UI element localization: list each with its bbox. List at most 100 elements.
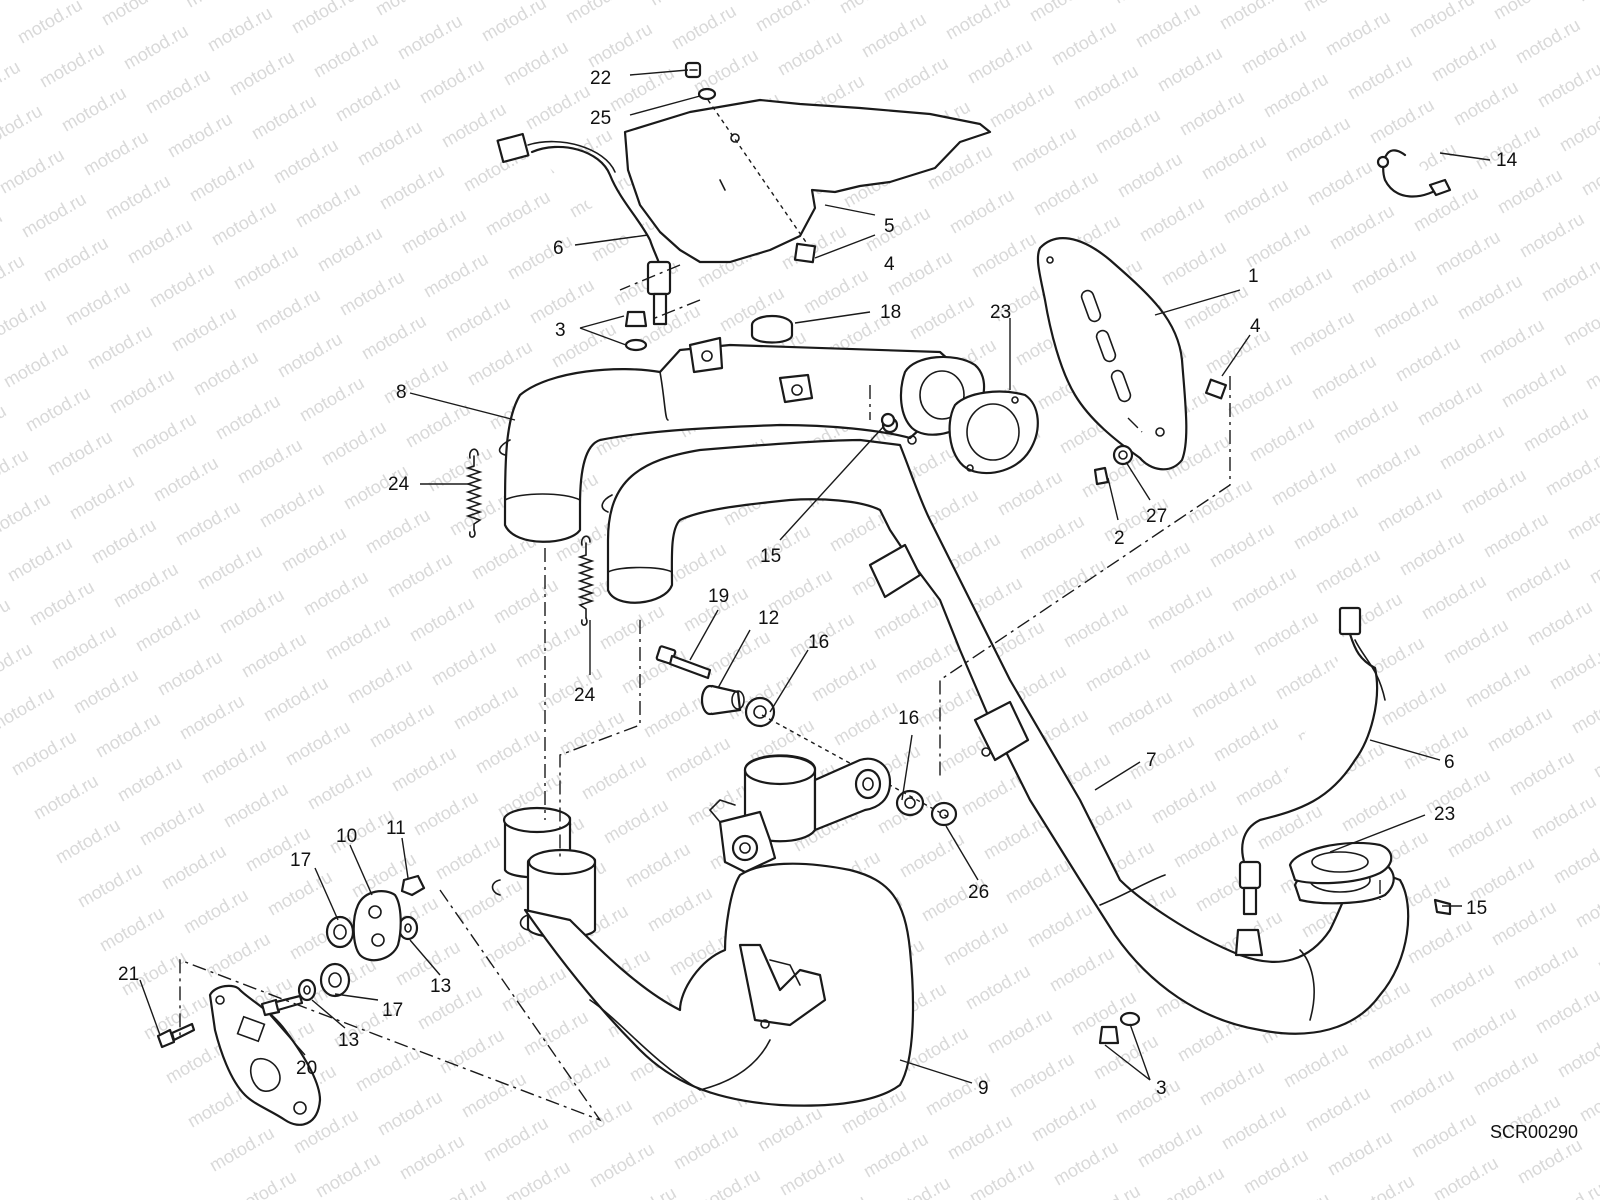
watermark-text: motod.ru <box>1002 855 1074 908</box>
watermark-text: motod.ru <box>0 57 24 110</box>
watermark-text: motod.ru <box>456 0 528 1</box>
watermark-text: motod.ru <box>216 585 288 638</box>
watermark-text: motod.ru <box>1228 563 1300 616</box>
watermark-text: motod.ru <box>48 621 120 674</box>
watermark-text: motod.ru <box>114 753 186 806</box>
watermark-text: motod.ru <box>662 733 734 786</box>
damper-17-a <box>325 915 355 949</box>
watermark-text: motod.ru <box>1308 351 1380 404</box>
clip-nut-upper <box>793 242 817 264</box>
watermark-text: motod.ru <box>256 479 328 532</box>
watermark-text: motod.ru <box>1408 1109 1480 1162</box>
watermark-text: motod.ru <box>278 523 350 576</box>
watermark-text: motod.ru <box>896 829 968 882</box>
watermark-text: motod.ru <box>836 0 908 17</box>
watermark-text: motod.ru <box>296 373 368 426</box>
callout-22: 22 <box>590 68 611 89</box>
callout-6-lower: 6 <box>1444 752 1455 773</box>
watermark-text: motod.ru <box>1590 729 1600 782</box>
watermark-text: motod.ru <box>322 611 394 664</box>
watermark-text: motod.ru <box>30 771 102 824</box>
watermark-text: motod.ru <box>418 1175 490 1200</box>
watermark-text: motod.ru <box>906 291 978 344</box>
watermark-text: motod.ru <box>1494 165 1566 218</box>
watermark-text: motod.ru <box>410 787 482 840</box>
watermark-text: motod.ru <box>458 1069 530 1122</box>
watermark-text: motod.ru <box>1006 1049 1078 1102</box>
watermark-text: motod.ru <box>208 197 280 250</box>
watermark-text: motod.ru <box>1520 403 1592 456</box>
watermark-text: motod.ru <box>1122 537 1194 590</box>
callout-4-side: 4 <box>1250 316 1261 337</box>
watermark-text: motod.ru <box>0 13 2 66</box>
callout-27: 27 <box>1146 506 1167 527</box>
watermark-text: motod.ru <box>96 903 168 956</box>
watermark-text: motod.ru <box>1322 7 1394 60</box>
watermark-text: motod.ru <box>1326 201 1398 254</box>
watermark-text: motod.ru <box>392 937 464 990</box>
callout-20: 20 <box>296 1058 317 1079</box>
watermark-text: motod.ru <box>464 337 536 390</box>
callout-12: 12 <box>758 608 779 629</box>
watermark-text: motod.ru <box>282 717 354 770</box>
watermark-text: motod.ru <box>1574 0 1600 5</box>
watermark-text: motod.ru <box>1290 501 1362 554</box>
watermark-text: motod.ru <box>1488 897 1560 950</box>
watermark-text: motod.ru <box>940 917 1012 970</box>
watermark-text: motod.ru <box>432 831 504 884</box>
watermark-text: motod.ru <box>110 559 182 612</box>
watermark-text: motod.ru <box>1260 69 1332 122</box>
watermark-text: motod.ru <box>892 635 964 688</box>
watermark-text: motod.ru <box>478 0 550 45</box>
watermark-text: motod.ru <box>752 0 824 35</box>
watermark-text: motod.ru <box>670 1121 742 1174</box>
watermark-text: motod.ru <box>292 179 364 232</box>
watermark-text: motod.ru <box>158 841 230 894</box>
callout-5: 5 <box>884 216 895 237</box>
watermark-text: motod.ru <box>1596 0 1600 49</box>
callout-23-lower: 23 <box>1434 804 1455 825</box>
watermark-text: motod.ru <box>1240 1145 1312 1198</box>
callout-17-a: 17 <box>290 850 311 871</box>
watermark-text: motod.ru <box>1564 491 1600 544</box>
watermark-text: motod.ru <box>1262 1189 1334 1200</box>
watermark-text: motod.ru <box>520 1007 592 1060</box>
gasket-23-lower <box>1288 841 1393 885</box>
watermark-text: motod.ru <box>1008 123 1080 176</box>
watermark-text: motod.ru <box>1454 271 1526 324</box>
drawing-code: SCR00290 <box>1490 1122 1578 1142</box>
watermark-text: motod.ru <box>1594 923 1600 976</box>
watermark-text: motod.ru <box>774 27 846 80</box>
watermark-text: motod.ru <box>0 639 36 692</box>
watermark-text: motod.ru <box>1498 359 1570 412</box>
gasket-23-upper <box>948 390 1039 475</box>
watermark-text: motod.ru <box>1220 175 1292 228</box>
watermark-text: motod.ru <box>1050 1137 1122 1190</box>
watermark-text: motod.ru <box>1224 369 1296 422</box>
watermark-text: motod.ru <box>44 427 116 480</box>
watermark-text: motod.ru <box>1582 341 1600 394</box>
watermark-text: motod.ru <box>1216 0 1288 33</box>
clamp-14 <box>1376 149 1452 198</box>
watermark-text: motod.ru <box>264 867 336 920</box>
callout-14: 14 <box>1496 150 1518 171</box>
watermark-text: motod.ru <box>416 55 488 108</box>
watermark-text: motod.ru <box>1134 1119 1206 1172</box>
watermark-text: motod.ru <box>202 929 274 982</box>
watermark-text: motod.ru <box>482 187 554 240</box>
watermark-text: motod.ru <box>800 265 872 318</box>
watermark-text: motod.ru <box>1184 475 1256 528</box>
clip-nut-side <box>1204 378 1228 400</box>
watermark-text: motod.ru <box>66 471 138 524</box>
watermark-text: motod.ru <box>1206 519 1278 572</box>
watermark-text: motod.ru <box>136 797 208 850</box>
watermark-text: motod.ru <box>248 91 320 144</box>
watermark-text: motod.ru <box>146 259 218 312</box>
watermark-text: motod.ru <box>1470 1047 1542 1100</box>
watermark-text: motod.ru <box>1406 0 1478 41</box>
watermark-text: motod.ru <box>0 445 32 498</box>
watermark-text: motod.ru <box>332 73 404 126</box>
callout-3-lower: 3 <box>1156 1078 1167 1099</box>
callout-16-a: 16 <box>808 632 829 653</box>
watermark-text: motod.ru <box>1024 899 1096 952</box>
